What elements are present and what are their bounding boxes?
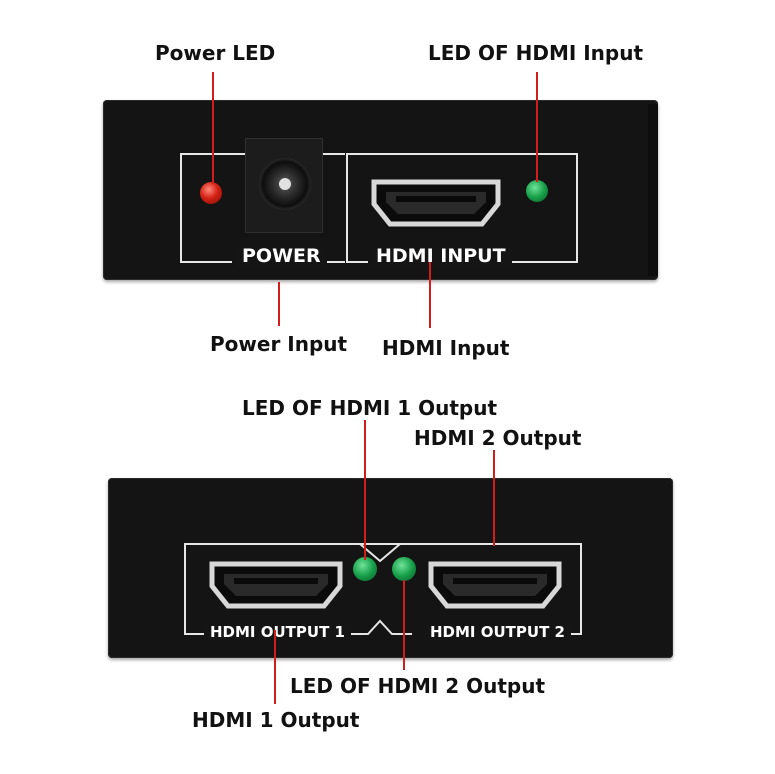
- callout-power-led: Power LED: [155, 41, 276, 65]
- callout-hdmi1-output: HDMI 1 Output: [192, 708, 360, 732]
- leader-led-hdmi1-output: [364, 420, 366, 560]
- power-led: [200, 182, 222, 204]
- power-group-frame-bottom-right: [322, 261, 345, 263]
- output-side-panel: [108, 478, 673, 658]
- hdmi-input-label: HDMI INPUT: [370, 247, 512, 266]
- leader-hdmi2-output: [493, 450, 495, 546]
- callout-led-hdmi1-output: LED OF HDMI 1 Output: [242, 396, 498, 420]
- leader-hdmi-input: [429, 262, 431, 328]
- leader-power-input: [278, 282, 280, 326]
- leader-led-hdmi-input: [536, 72, 538, 182]
- hdmi-output1-port[interactable]: [208, 560, 344, 610]
- leader-led-hdmi2-output: [403, 580, 405, 670]
- leader-hdmi1-output: [274, 630, 276, 704]
- callout-power-input: Power Input: [210, 332, 348, 356]
- hdmi-input-frame-bottom-left: [346, 261, 368, 263]
- hdmi-input-frame-bottom-right: [500, 261, 578, 263]
- hdmi-input-port[interactable]: [370, 178, 502, 228]
- hdmi-output1-frame-bottom: [184, 633, 204, 635]
- input-side-panel-edge: [648, 104, 658, 276]
- hdmi-output2-label: HDMI OUTPUT 2: [424, 625, 571, 640]
- callout-led-hdmi-input: LED OF HDMI Input: [428, 41, 644, 65]
- hdmi-output2-port[interactable]: [427, 560, 563, 610]
- power-label: POWER: [236, 247, 327, 266]
- leader-power-led: [212, 72, 214, 184]
- power-jack-pin: [279, 178, 291, 190]
- hdmi-output1-led: [353, 557, 377, 581]
- callout-led-hdmi2-output: LED OF HDMI 2 Output: [290, 674, 546, 698]
- hdmi-input-group-frame: [346, 153, 578, 263]
- power-group-frame-bottom-left: [180, 261, 232, 263]
- callout-hdmi-input: HDMI Input: [382, 336, 510, 360]
- hdmi-output2-led: [392, 557, 416, 581]
- output-frame-crossing: [348, 543, 412, 635]
- hdmi-input-led: [526, 180, 548, 202]
- hdmi-output2-frame: [396, 543, 582, 635]
- callout-hdmi2-output: HDMI 2 Output: [414, 426, 582, 450]
- hdmi-output1-label: HDMI OUTPUT 1: [204, 625, 351, 640]
- hdmi-output1-frame: [184, 543, 360, 635]
